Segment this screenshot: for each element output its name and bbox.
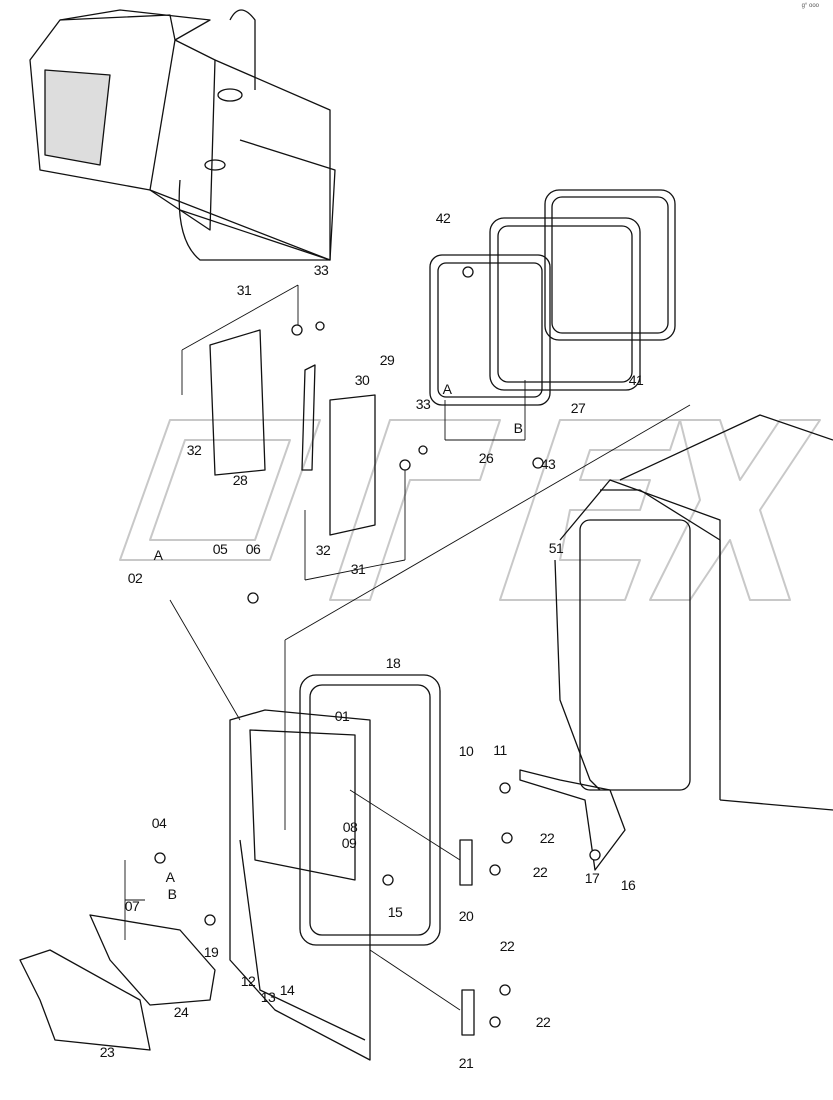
callout-label: 21 — [458, 1055, 474, 1071]
callout-label: 33 — [313, 262, 329, 278]
callout-label: 09 — [341, 835, 357, 851]
hinge-plates — [459, 769, 626, 1036]
callout-label: 31 — [350, 561, 366, 577]
callout-label: 18 — [385, 655, 401, 671]
callout-label: 32 — [315, 542, 331, 558]
callout-label: 07 — [124, 898, 140, 914]
fasteners — [154, 266, 601, 1028]
callout-label: A — [165, 869, 175, 885]
callout-label: A — [153, 547, 163, 563]
callout-label: 22 — [499, 938, 515, 954]
callout-label: 17 — [584, 870, 600, 886]
callout-label: 10 — [458, 743, 474, 759]
callout-label: 42 — [435, 210, 451, 226]
callout-label: 43 — [540, 456, 556, 472]
cab-body-illustration — [554, 414, 833, 811]
callout-label: 51 — [548, 540, 564, 556]
leader-lines — [124, 284, 691, 1011]
callout-label: 15 — [387, 904, 403, 920]
callout-label: 19 — [203, 944, 219, 960]
callout-label: 22 — [532, 864, 548, 880]
callout-label: 28 — [232, 472, 248, 488]
callout-label: 02 — [127, 570, 143, 586]
callout-label: 14 — [279, 982, 295, 998]
callout-label: 20 — [458, 908, 474, 924]
callout-label: 22 — [535, 1014, 551, 1030]
callout-label: 05 — [212, 541, 228, 557]
watermark-logo — [119, 419, 821, 601]
callout-label: 24 — [173, 1004, 189, 1020]
window-seal-frames — [429, 189, 676, 406]
callout-label: 31 — [236, 282, 252, 298]
callout-label: 23 — [99, 1044, 115, 1060]
callout-label: 29 — [379, 352, 395, 368]
callout-label: A — [442, 381, 452, 397]
callout-label: 16 — [620, 877, 636, 893]
corner-mark: g° ooo — [801, 3, 819, 9]
glass-panes — [209, 329, 376, 536]
callout-label: 04 — [151, 815, 167, 831]
callout-label: 41 — [628, 372, 644, 388]
callout-label: 27 — [570, 400, 586, 416]
door-frame — [229, 674, 441, 1061]
callout-label: B — [167, 886, 177, 902]
cab-overview-illustration — [29, 9, 336, 261]
callout-label: 22 — [539, 830, 555, 846]
callout-label: 13 — [260, 989, 276, 1005]
callout-label: 11 — [493, 742, 507, 758]
callout-label: B — [513, 420, 523, 436]
callout-label: 30 — [354, 372, 370, 388]
callout-label: 12 — [240, 973, 256, 989]
callout-label: 06 — [245, 541, 261, 557]
callout-label: 08 — [342, 819, 358, 835]
callout-label: 33 — [415, 396, 431, 412]
callout-label: 01 — [334, 708, 350, 724]
lower-glass — [19, 914, 216, 1051]
callout-label: 32 — [186, 442, 202, 458]
callout-label: 26 — [478, 450, 494, 466]
